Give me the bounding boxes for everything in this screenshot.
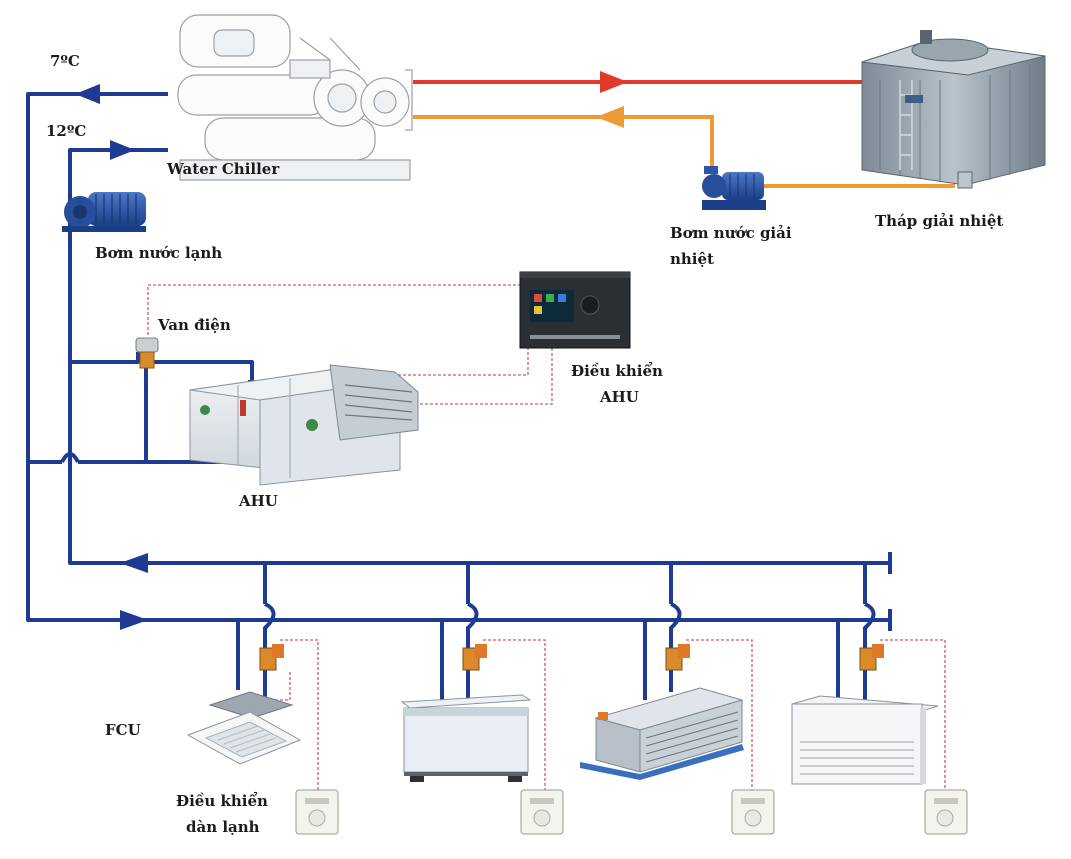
- fcu-drop-4: [836, 563, 867, 700]
- arrow-right-return: [110, 140, 135, 160]
- ducted-fcu-icon: [580, 687, 744, 780]
- thermostats: [295, 789, 968, 835]
- chiller-label: Water Chiller: [166, 160, 280, 178]
- flow-arrows-chilled: [75, 84, 148, 630]
- cooling-pump-label-line2: nhiệt: [670, 250, 714, 268]
- fcu-valve-4-icon: [859, 644, 884, 671]
- fcu-valve-2-icon: [462, 644, 487, 671]
- chilled-pump-label: Bơm nước lạnh: [95, 244, 222, 262]
- fcu-valve-1-icon: [259, 644, 284, 671]
- cassette-fcu-icon: [186, 691, 302, 765]
- ahu-controller-label-line1: Điều khiển: [571, 362, 663, 380]
- fcu-valves: [259, 644, 884, 671]
- fcu-label: FCU: [105, 721, 141, 739]
- ahu-label: AHU: [238, 492, 278, 510]
- fcu-controller-label-line2: dàn lạnh: [186, 818, 260, 836]
- return-temp-label: 12ºC: [46, 122, 86, 140]
- air-handling-unit-icon: [189, 364, 419, 486]
- supply-temp-label: 7ºC: [50, 52, 80, 70]
- control-wiring: [147, 284, 946, 790]
- condenser-water-pump-icon: [702, 166, 766, 210]
- fcu-drop-2: [440, 563, 470, 700]
- fcu-valve-3-icon: [665, 644, 690, 671]
- arrow-left-return-header: [120, 553, 148, 573]
- return-riser: [68, 148, 890, 565]
- arrow-left-supply: [75, 84, 100, 104]
- pipe-crossovers: [60, 452, 876, 636]
- thermostat-2-icon: [520, 789, 564, 835]
- chilled-water-pump-icon: [62, 192, 146, 232]
- cooling-tower-icon: [861, 30, 1046, 189]
- thermostat-3-icon: [731, 789, 775, 835]
- fcu-controller-label-line1: Điều khiển: [176, 792, 268, 810]
- condenser-return-pipe: [410, 115, 714, 172]
- floor-standing-fcu-icon: [400, 694, 532, 782]
- arrow-left-condenser-return: [596, 106, 624, 128]
- arrow-right-supply-header: [120, 610, 148, 630]
- valve-label: Van điện: [157, 316, 231, 334]
- cooling-tower-label: Tháp giải nhiệt: [875, 212, 1003, 230]
- ceiling-suspended-fcu-icon: [791, 695, 939, 785]
- ahu-controller-panel-icon: [519, 271, 631, 349]
- water-chiller-icon: [168, 10, 413, 190]
- fcu-drop-3: [643, 563, 673, 700]
- ahu-controller-label-line2: AHU: [599, 388, 639, 406]
- fcu-drop-1: [236, 563, 267, 700]
- arrow-right-condenser-supply: [600, 71, 628, 93]
- thermostat-4-icon: [924, 789, 968, 835]
- thermostat-1-icon: [295, 789, 339, 835]
- cooling-pump-label-line1: Bơm nước giải: [670, 224, 792, 242]
- labels: 7ºC 12ºC Water Chiller Bơm nước lạnh Bơm…: [46, 52, 1003, 836]
- condenser-water-piping: [410, 80, 955, 188]
- ahu-motorized-valve-icon: [135, 337, 159, 369]
